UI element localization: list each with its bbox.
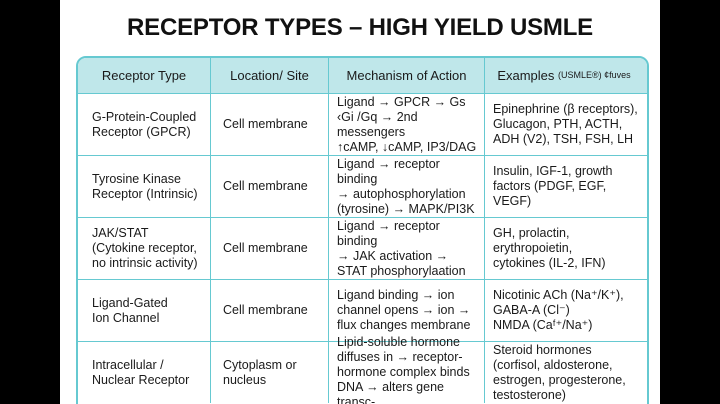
header-examples: Examples (USMLE®) ¢fuves bbox=[485, 58, 643, 93]
cell-examples: Epinephrine (β receptors), Glucagon, PTH… bbox=[493, 102, 638, 146]
header-examples-note: (USMLE®) ¢fuves bbox=[558, 70, 631, 80]
table-row: Tyrosine Kinase Receptor (Intrinsic) Cel… bbox=[78, 155, 647, 217]
receptor-table: Receptor Type Location/ Site Mechanism o… bbox=[76, 56, 649, 404]
cell-mechanism: Ligand → receptor binding → JAK activati… bbox=[329, 218, 485, 279]
header-mechanism: Mechanism of Action bbox=[329, 58, 485, 93]
table-row: Intracellular / Nuclear Receptor Cytopla… bbox=[78, 335, 647, 404]
cell-receptor-type: Intracellular / Nuclear Receptor bbox=[78, 342, 211, 403]
table-header-row: Receptor Type Location/ Site Mechanism o… bbox=[78, 58, 647, 93]
slide: RECEPTOR TYPES – HIGH YIELD USMLE Recept… bbox=[60, 0, 660, 404]
table-row: JAK/STAT (Cytokine receptor, no intrinsi… bbox=[78, 217, 647, 279]
cell-location: Cell membrane bbox=[211, 280, 329, 341]
cell-examples: Steroid hormones (corfisol, aldosterone,… bbox=[493, 342, 626, 402]
cell-mechanism: Ligand → GPCR → Gs ‹Gi /Gq → 2nd messeng… bbox=[329, 94, 485, 155]
cell-mechanism: Lipid-soluble hormone diffuses in → rece… bbox=[329, 335, 485, 404]
slide-title: RECEPTOR TYPES – HIGH YIELD USMLE bbox=[127, 14, 593, 41]
cell-location: Cell membrane bbox=[211, 218, 329, 279]
cell-receptor-type: G-Protein-Coupled Receptor (GPCR) bbox=[78, 94, 211, 155]
header-receptor-type: Receptor Type bbox=[78, 58, 211, 93]
cell-examples: Insulin, IGF-1, growth factors (PDGF, EG… bbox=[493, 164, 613, 208]
cell-receptor-type: Ligand-Gated Ion Channel bbox=[78, 280, 211, 341]
cell-examples: Nicotinic ACh (Na⁺/K⁺), GABA-A (Cl⁻) NMD… bbox=[493, 288, 624, 332]
cell-location: Cell membrane bbox=[211, 94, 329, 155]
left-letterbox bbox=[0, 0, 60, 404]
header-examples-label: Examples bbox=[497, 68, 555, 83]
right-letterbox bbox=[660, 0, 720, 404]
cell-mechanism: Ligand → receptor binding → autophosphor… bbox=[329, 156, 485, 217]
cell-location: Cell membrane bbox=[211, 156, 329, 217]
header-location: Location/ Site bbox=[211, 58, 329, 93]
cell-receptor-type: Tyrosine Kinase Receptor (Intrinsic) bbox=[78, 156, 211, 217]
cell-mechanism: Ligand binding → ion channel opens → ion… bbox=[329, 280, 485, 341]
cell-location: Cytoplasm or nucleus bbox=[211, 342, 329, 403]
table-row: G-Protein-Coupled Receptor (GPCR) Cell m… bbox=[78, 93, 647, 155]
table-row: Ligand-Gated Ion Channel Cell membrane L… bbox=[78, 279, 647, 341]
cell-examples: GH, prolactin, erythropoietin, cytokines… bbox=[493, 226, 606, 270]
cell-receptor-type: JAK/STAT (Cytokine receptor, no intrinsi… bbox=[78, 218, 211, 279]
